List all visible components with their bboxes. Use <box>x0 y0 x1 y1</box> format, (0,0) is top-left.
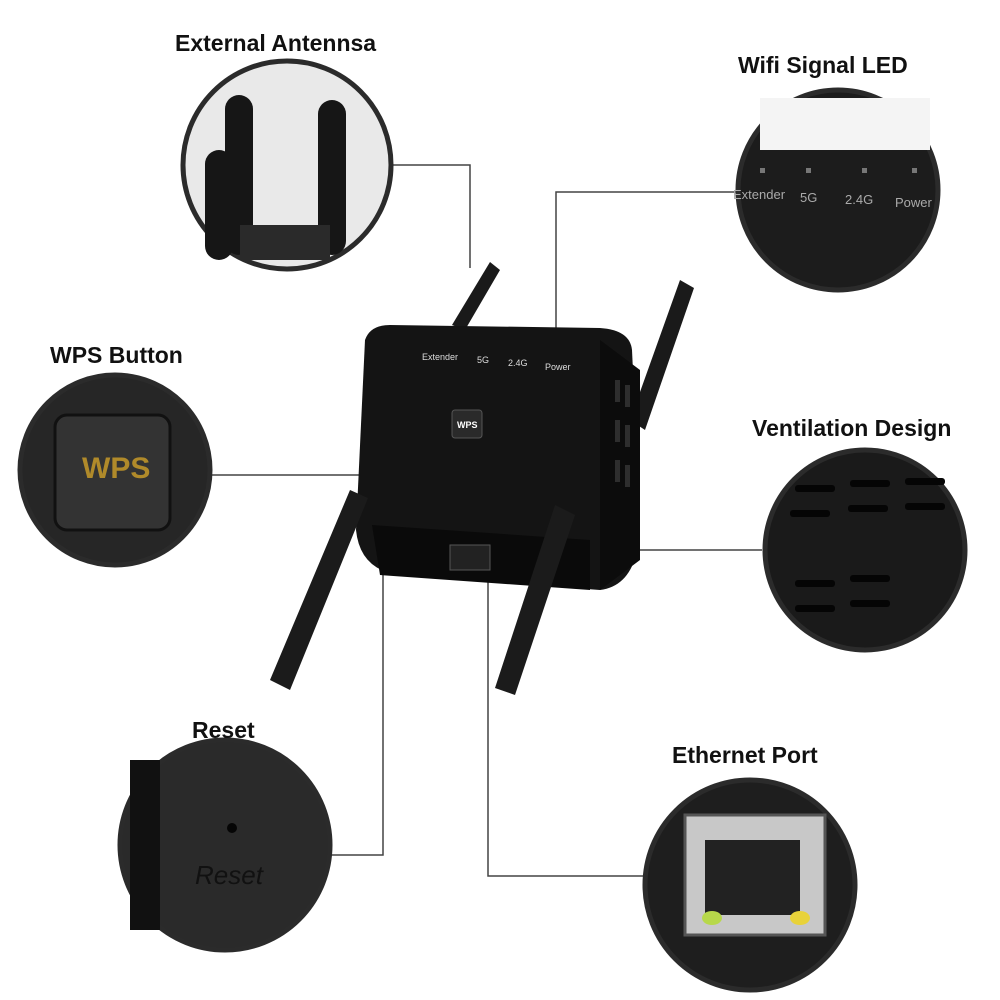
led-label-power: Power <box>545 362 571 372</box>
led-label-5g: 5G <box>477 355 490 365</box>
antenna-back-right <box>630 280 694 430</box>
callout-wifi-signal-led: Wifi Signal LED <box>738 52 908 78</box>
zoom-reset-label: Reset <box>195 860 263 890</box>
zoom-label-power: Power <box>895 195 932 210</box>
ventilation-zoom-circle <box>762 447 968 653</box>
ethernet-port <box>449 544 491 571</box>
callout-wps-button: WPS Button <box>50 342 183 368</box>
callout-ventilation-design: Ventilation Design <box>752 415 952 441</box>
zoom-label-2-4g: 2.4G <box>845 192 874 207</box>
reset-zoom-circle <box>117 737 333 953</box>
callout-external-antenna: External Antennsa <box>175 30 377 56</box>
antenna-front-left <box>270 490 368 690</box>
led-label-extender: Extender <box>422 352 459 362</box>
antenna-front-right <box>495 505 575 695</box>
zoom-label-5g: 5G <box>800 190 818 205</box>
wifi-extender-device <box>270 262 694 695</box>
zoom-wps-label: WPS <box>82 452 151 485</box>
callout-ethernet-port: Ethernet Port <box>672 742 818 768</box>
wps-button <box>451 409 483 439</box>
led-label-2-4g: 2.4G <box>508 358 528 368</box>
callout-reset: Reset <box>192 717 255 743</box>
device-wps-label: WPS <box>457 420 478 430</box>
antenna-back-left <box>452 262 500 330</box>
zoom-label-extender: Extender <box>733 187 786 202</box>
